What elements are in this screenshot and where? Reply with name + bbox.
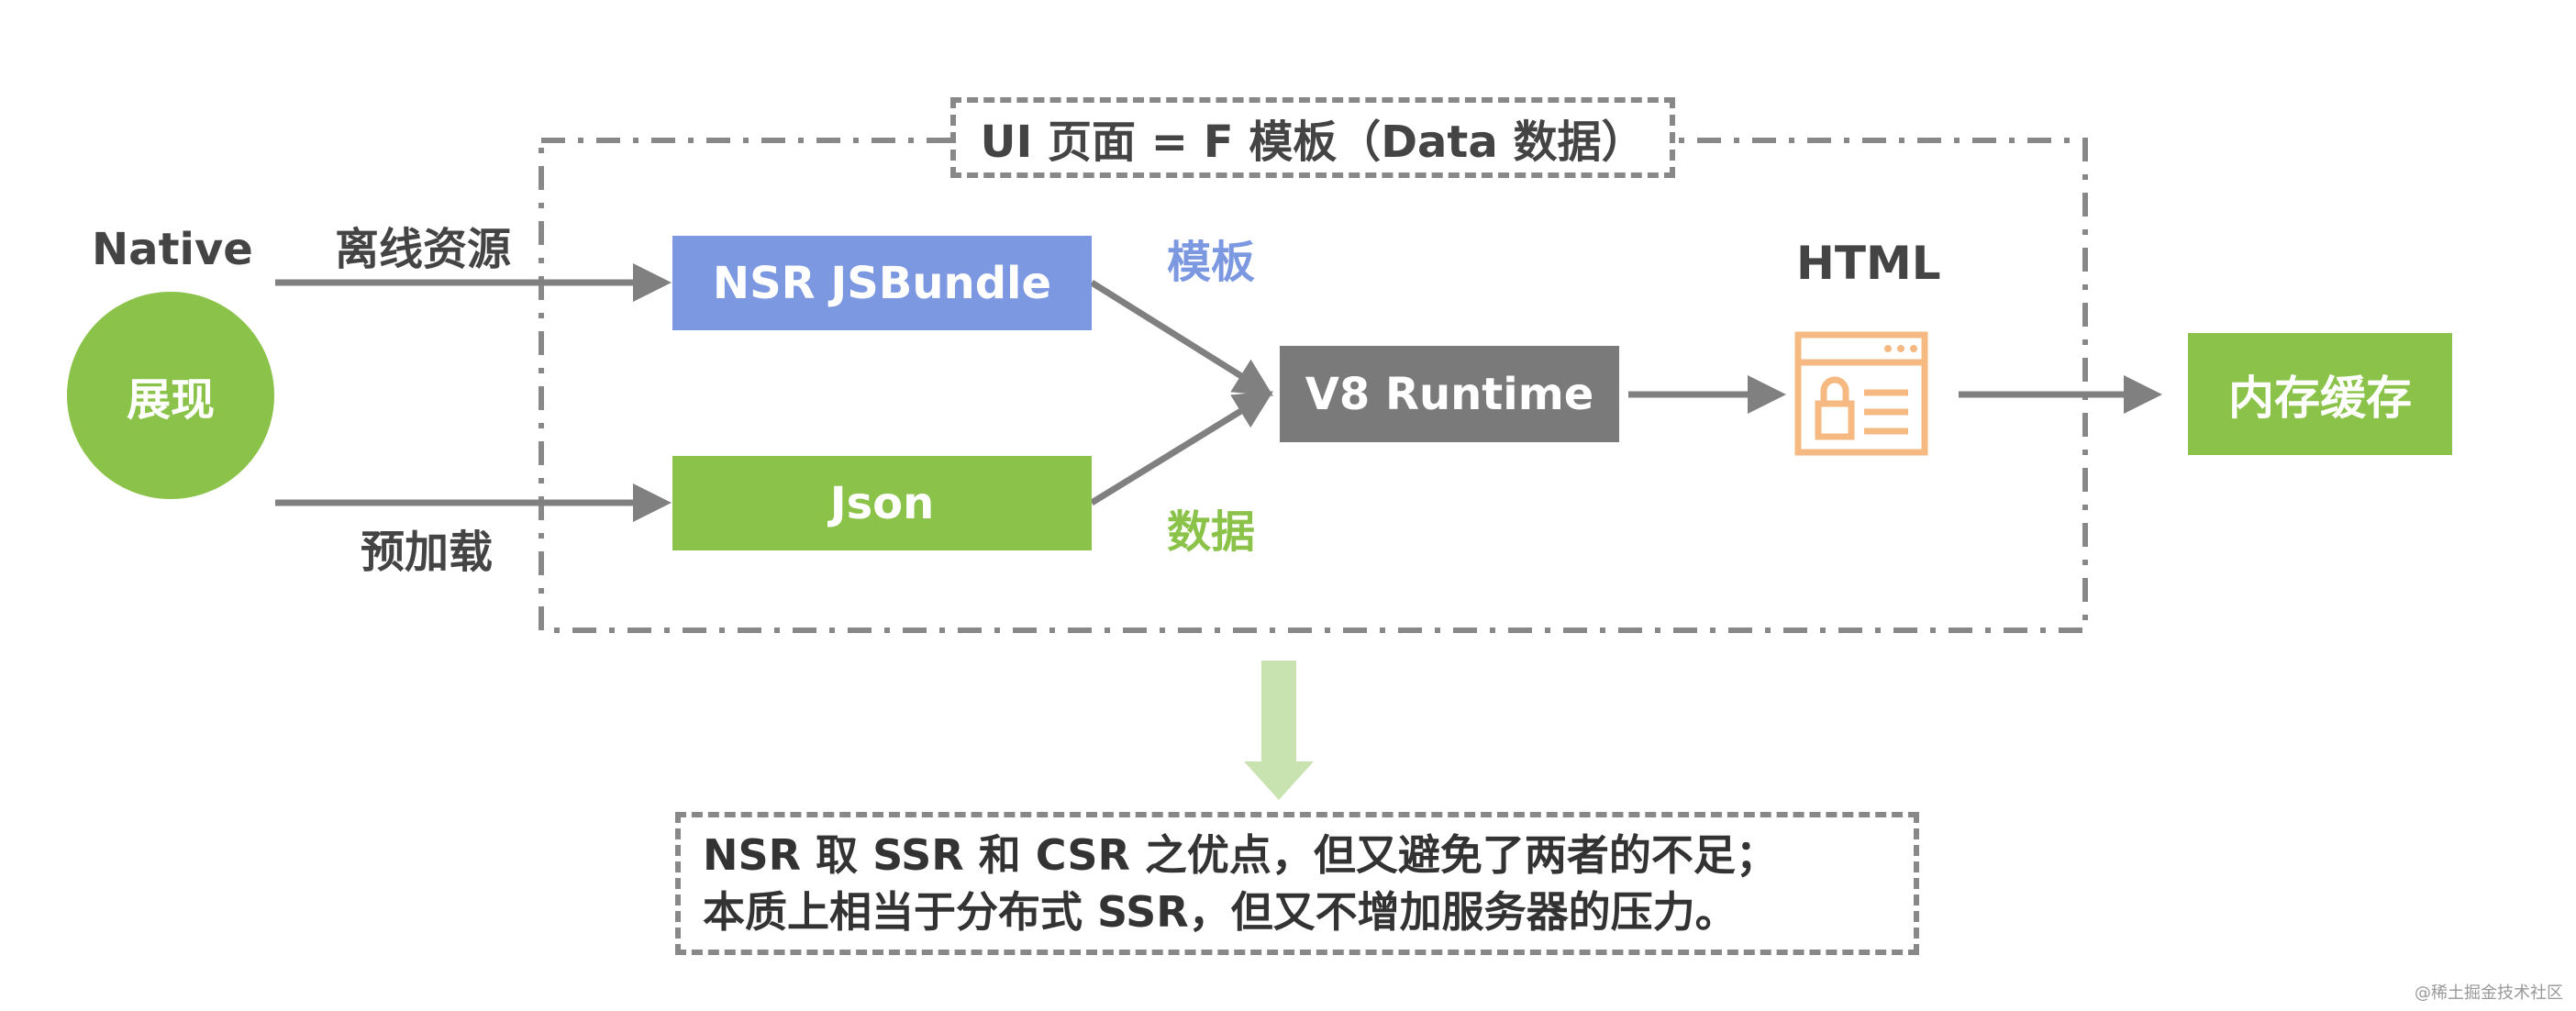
formula-title: UI 页面 = F 模板（Data 数据） (950, 97, 1675, 178)
arrow-data (1090, 391, 1273, 506)
v8-runtime-label: V8 Runtime (1305, 368, 1594, 420)
memory-cache-box: 内存缓存 (2188, 333, 2452, 455)
offline-resource-label: 离线资源 (335, 224, 512, 275)
memory-cache-label: 内存缓存 (2228, 371, 2412, 425)
browser-dots (1884, 345, 1917, 352)
template-label: 模板 (1167, 237, 1256, 288)
json-box: Json (672, 456, 1092, 550)
down-arrow (1244, 661, 1314, 800)
html-label: HTML (1796, 237, 1941, 290)
jsbundle-box: NSR JSBundle (672, 236, 1092, 330)
data-label: 数据 (1167, 506, 1256, 558)
json-label: Json (829, 477, 935, 529)
display-circle: 展现 (67, 292, 274, 499)
display-circle-label: 展现 (126, 374, 215, 426)
v8-runtime-box: V8 Runtime (1280, 346, 1619, 442)
jsbundle-label: NSR JSBundle (712, 257, 1052, 309)
note-line-2: 本质上相当于分布式 SSR，但又不增加服务器的压力。 (703, 887, 1738, 937)
native-label: Native (92, 224, 253, 275)
note-line-1: NSR 取 SSR 和 CSR 之优点，但又避免了两者的不足； (703, 830, 1778, 880)
browser-lock-icon (1794, 331, 1928, 456)
preload-label: 预加载 (361, 527, 494, 578)
watermark: @稀土掘金技术社区 (2415, 983, 2563, 1003)
arrow-template (1090, 280, 1273, 396)
conclusion-note: NSR 取 SSR 和 CSR 之优点，但又避免了两者的不足； 本质上相当于分布… (675, 812, 1919, 955)
